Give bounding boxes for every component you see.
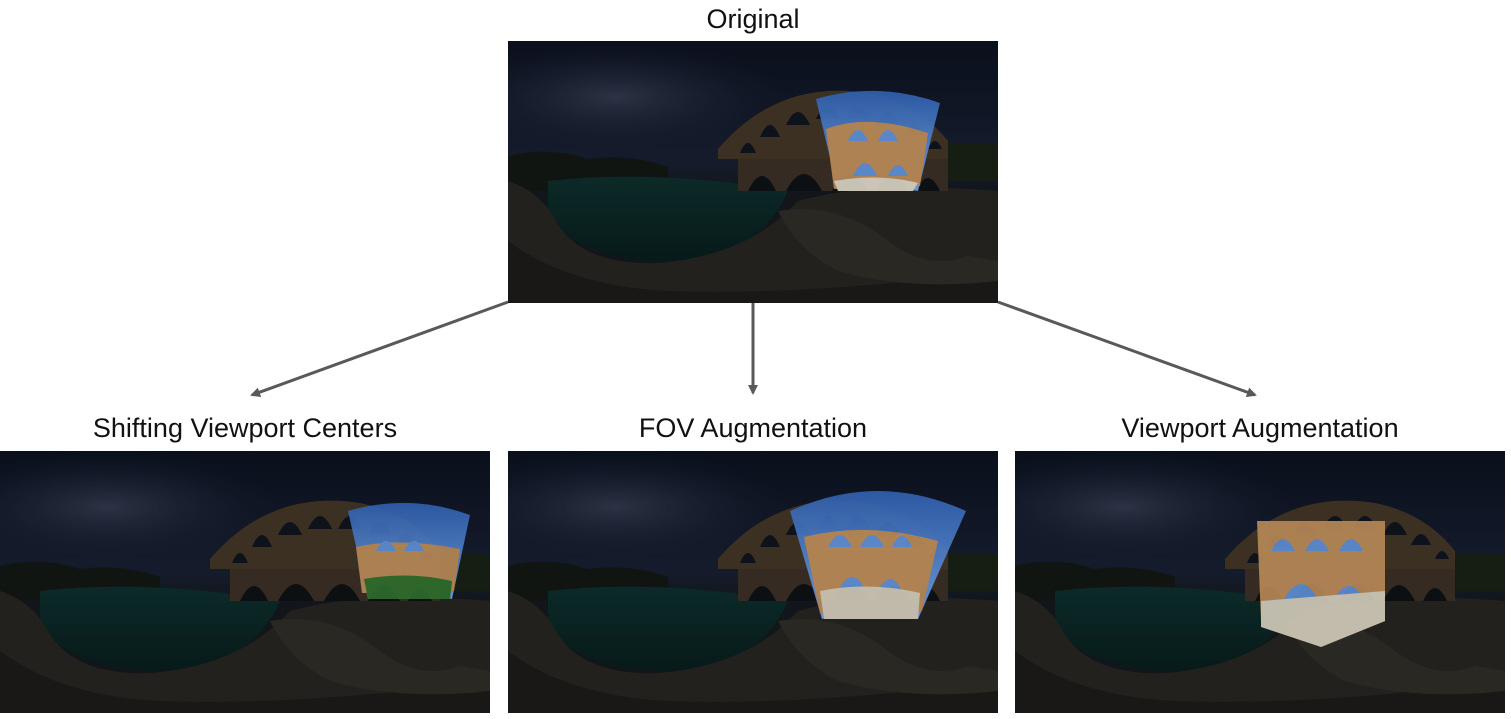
shifting-image <box>0 451 490 713</box>
viewport-label: Viewport Augmentation <box>1121 413 1399 443</box>
viewport-highlight <box>790 491 966 619</box>
arrow-to-shifting <box>250 300 509 397</box>
original-image <box>508 41 998 303</box>
viewport-highlight <box>816 90 940 191</box>
viewport-highlight <box>1257 521 1385 647</box>
original-title: Original <box>706 4 800 34</box>
viewport-highlight <box>348 502 470 599</box>
arrow-to-viewport <box>997 300 1257 397</box>
fov-image <box>508 451 998 713</box>
fov-label: FOV Augmentation <box>638 413 868 443</box>
viewport-aug-image <box>1015 451 1505 713</box>
shifting-label: Shifting Viewport Centers <box>92 413 398 443</box>
